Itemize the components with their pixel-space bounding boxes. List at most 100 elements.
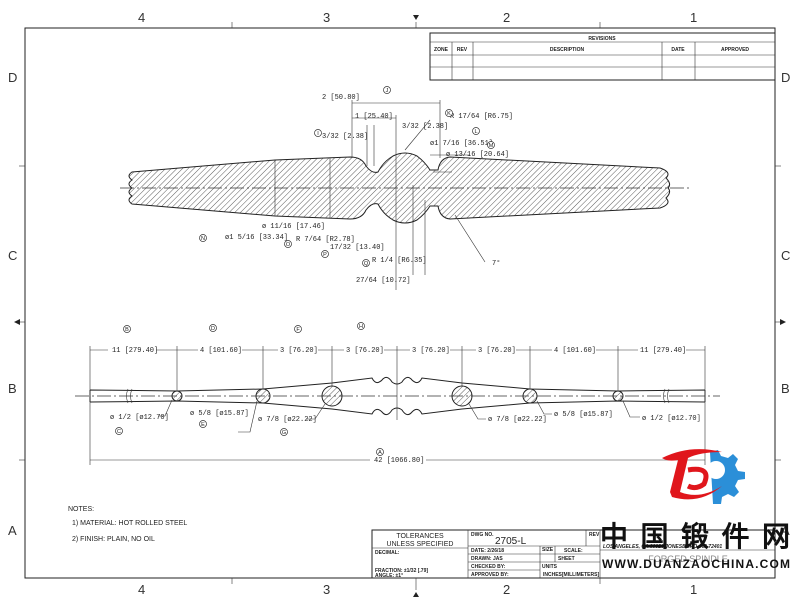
zone-row-d-right: D <box>781 70 790 85</box>
zone-row-a-right: A <box>781 523 790 538</box>
spacing-3: 3 [76.20] <box>280 347 318 355</box>
dim-length-27-64: 27/64 [10.72] <box>356 277 411 285</box>
dim-half-hub: 1 [25.40] <box>355 113 393 121</box>
dim-length-17-32: 17/32 [13.40] <box>330 244 385 252</box>
tolerances-line2: UNLESS SPECIFIED <box>387 541 454 548</box>
sheet-label: SHEET <box>558 556 575 562</box>
balloon-m: M <box>489 143 494 149</box>
zone-row-c-right: C <box>781 248 790 263</box>
balloon-q: Q <box>364 261 369 267</box>
dim-hub-length: 2 [50.80] <box>322 94 360 102</box>
approved-field: APPROVED BY: <box>471 572 509 578</box>
dim-diameter-11-16: ø 11/16 [17.46] <box>262 223 325 231</box>
fraction-tolerance: FRACTION: ±1/32 [.79] <box>375 568 428 574</box>
zone-col-3: 3 <box>323 10 330 25</box>
balloon-k: K <box>447 111 451 117</box>
spacing-5: 3 [76.20] <box>412 347 450 355</box>
zone-col-4: 4 <box>138 10 145 25</box>
date-field: DATE: 2/26/18 <box>471 548 504 554</box>
diameter-label-2: ø 5/8 [ø15.87] <box>190 410 249 418</box>
revisions-title: REVISIONS <box>588 36 616 42</box>
balloon-j: J <box>386 88 389 94</box>
dwg-no-label: DWG NO. <box>471 532 494 538</box>
diameter-label-3: ø 7/8 [ø22.22] <box>258 416 317 424</box>
balloon-g: G <box>282 430 286 436</box>
angle-tolerance: ANGLE: ±1° <box>375 573 403 579</box>
zone-col-4-bottom: 4 <box>138 582 145 597</box>
duanzaochina-logo <box>662 449 745 504</box>
watermark-url: WWW.DUANZAOCHINA.COM <box>602 557 790 571</box>
scale-label: SCALE: <box>564 548 583 554</box>
balloon-n: N <box>201 236 205 242</box>
spacing-8: 11 [279.40] <box>640 347 686 355</box>
dim-radius-7-64: R 7/64 [R2.78] <box>296 236 355 244</box>
diameter-label-5: ø 5/8 [ø15.87] <box>554 411 613 419</box>
spacing-6: 3 [76.20] <box>478 347 516 355</box>
rev-label: REV <box>589 532 600 538</box>
dim-angle: 7° <box>492 259 500 268</box>
spindle-section-hatched <box>128 152 671 224</box>
overall-length: 42 [1066.80] <box>374 457 424 465</box>
dim-radius-top: R 17/64 [R6.75] <box>450 113 513 121</box>
balloon-p: P <box>323 252 327 258</box>
spacing-7: 4 [101.60] <box>554 347 596 355</box>
center-marks <box>14 15 786 597</box>
zone-row-d: D <box>8 70 17 85</box>
spacing-dims: 11 [279.40] 4 [101.60] 3 [76.20] 3 [76.2… <box>108 345 686 355</box>
balloon-e: E <box>201 422 205 428</box>
zone-col-1: 1 <box>690 10 697 25</box>
balloon-d: D <box>211 326 215 332</box>
dim-groove-i: 3/32 [2.38] <box>322 133 368 141</box>
zone-labels: 4 3 2 1 4 3 2 1 D C B A D C B A <box>8 10 790 597</box>
zone-col-3-bottom: 3 <box>323 582 330 597</box>
dim-neck-diameter: ø 13/16 [20.64] <box>446 151 509 159</box>
drawing-number: 2705-L <box>495 536 527 547</box>
note-2: 2) FINISH: PLAIN, NO OIL <box>72 536 155 543</box>
spacing-2: 4 [101.60] <box>200 347 242 355</box>
spindle-section-view: 2 [50.80] 1 [25.40] 3/32 [2.38] 3/32 [2.… <box>120 86 690 290</box>
revisions-header-description: DESCRIPTION <box>550 47 585 53</box>
zone-row-c: C <box>8 248 17 263</box>
revisions-header-approved: APPROVED <box>721 47 749 53</box>
tolerances-line1: TOLERANCES <box>396 533 444 540</box>
balloon-h: H <box>359 324 363 330</box>
dim-diameter-1-5-16: ø1 5/16 [33.34] <box>225 234 288 242</box>
diameter-label-4: ø 7/8 [ø22.22] <box>488 416 547 424</box>
dim-radius-1-4: R 1/4 [R6.35] <box>372 257 427 265</box>
balloon-f: F <box>296 327 300 333</box>
zone-col-1-bottom: 1 <box>690 582 697 597</box>
zone-row-a: A <box>8 523 17 538</box>
dim-groove-k: 3/32 [2.38] <box>402 123 448 131</box>
diameter-label-1: ø 1/2 [ø12.70] <box>110 414 169 422</box>
revisions-header-date: DATE <box>671 47 685 53</box>
part-name: FORGED SPINDLE <box>648 554 728 564</box>
balloon-a: A <box>378 450 382 456</box>
units-value: INCHES[MILLIMETERS] <box>543 572 599 578</box>
drawn-field: DRAWN: JAS <box>471 556 503 562</box>
balloon-o: O <box>286 242 291 248</box>
revisions-header-rev: REV <box>457 47 468 53</box>
dim-bulb-diameter: ø1 7/16 [36.51] <box>430 140 493 148</box>
revisions-table: REVISIONS ZONE REV DESCRIPTION DATE APPR… <box>429 32 776 81</box>
balloon-l: L <box>474 129 477 135</box>
zone-col-2-bottom: 2 <box>503 582 510 597</box>
decimal-label: DECIMAL: <box>375 550 400 556</box>
size-label: SIZE <box>542 547 554 553</box>
zone-row-b-right: B <box>781 381 790 396</box>
diameter-label-6: ø 1/2 [ø12.70] <box>642 415 701 423</box>
revisions-header-zone: ZONE <box>434 47 449 53</box>
note-1: 1) MATERIAL: HOT ROLLED STEEL <box>72 520 187 527</box>
zone-row-b: B <box>8 381 17 396</box>
spacing-4: 3 [76.20] <box>346 347 384 355</box>
company-locations: LOS ANGELES, CA 90020 JONESBORO, AR 7240… <box>603 544 722 550</box>
drawing-border <box>24 27 776 579</box>
spindle-side-view: 11 [279.40] 4 [101.60] 3 [76.20] 3 [76.2… <box>75 322 720 465</box>
notes-title: NOTES: <box>68 506 94 513</box>
balloon-b: B <box>125 327 129 333</box>
balloon-c: C <box>117 429 121 435</box>
checked-field: CHECKED BY: <box>471 564 506 570</box>
notes: NOTES: 1) MATERIAL: HOT ROLLED STEEL 2) … <box>68 506 187 543</box>
zone-col-2: 2 <box>503 10 510 25</box>
balloons-bottom: B D F H C E G A <box>115 322 384 456</box>
balloons-top: J K L M I N O P Q <box>199 86 495 267</box>
